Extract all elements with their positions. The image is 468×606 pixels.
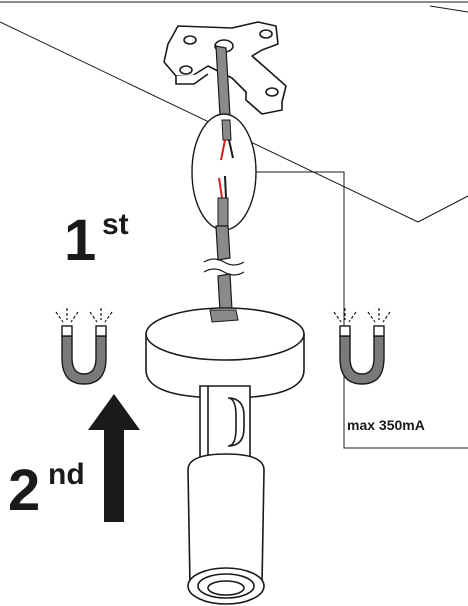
step-1-number: 1 (64, 208, 96, 273)
max-current-label: max 350mA (347, 417, 425, 433)
up-arrow-icon (88, 394, 140, 522)
magnet-icon (333, 308, 391, 385)
wire-connection (191, 113, 257, 231)
step-2-number: 2 (8, 458, 40, 523)
step-1-label: 1 st (64, 208, 129, 273)
label-leader-line (256, 171, 468, 449)
step-2-label: 2 nd (8, 458, 85, 523)
lamp-spotlight (187, 385, 265, 605)
lamp-canopy (145, 307, 305, 399)
step-2-suffix: nd (48, 458, 85, 491)
magnet-icon (55, 308, 113, 385)
cable-lower (203, 225, 245, 313)
step-1-suffix: st (102, 208, 129, 241)
